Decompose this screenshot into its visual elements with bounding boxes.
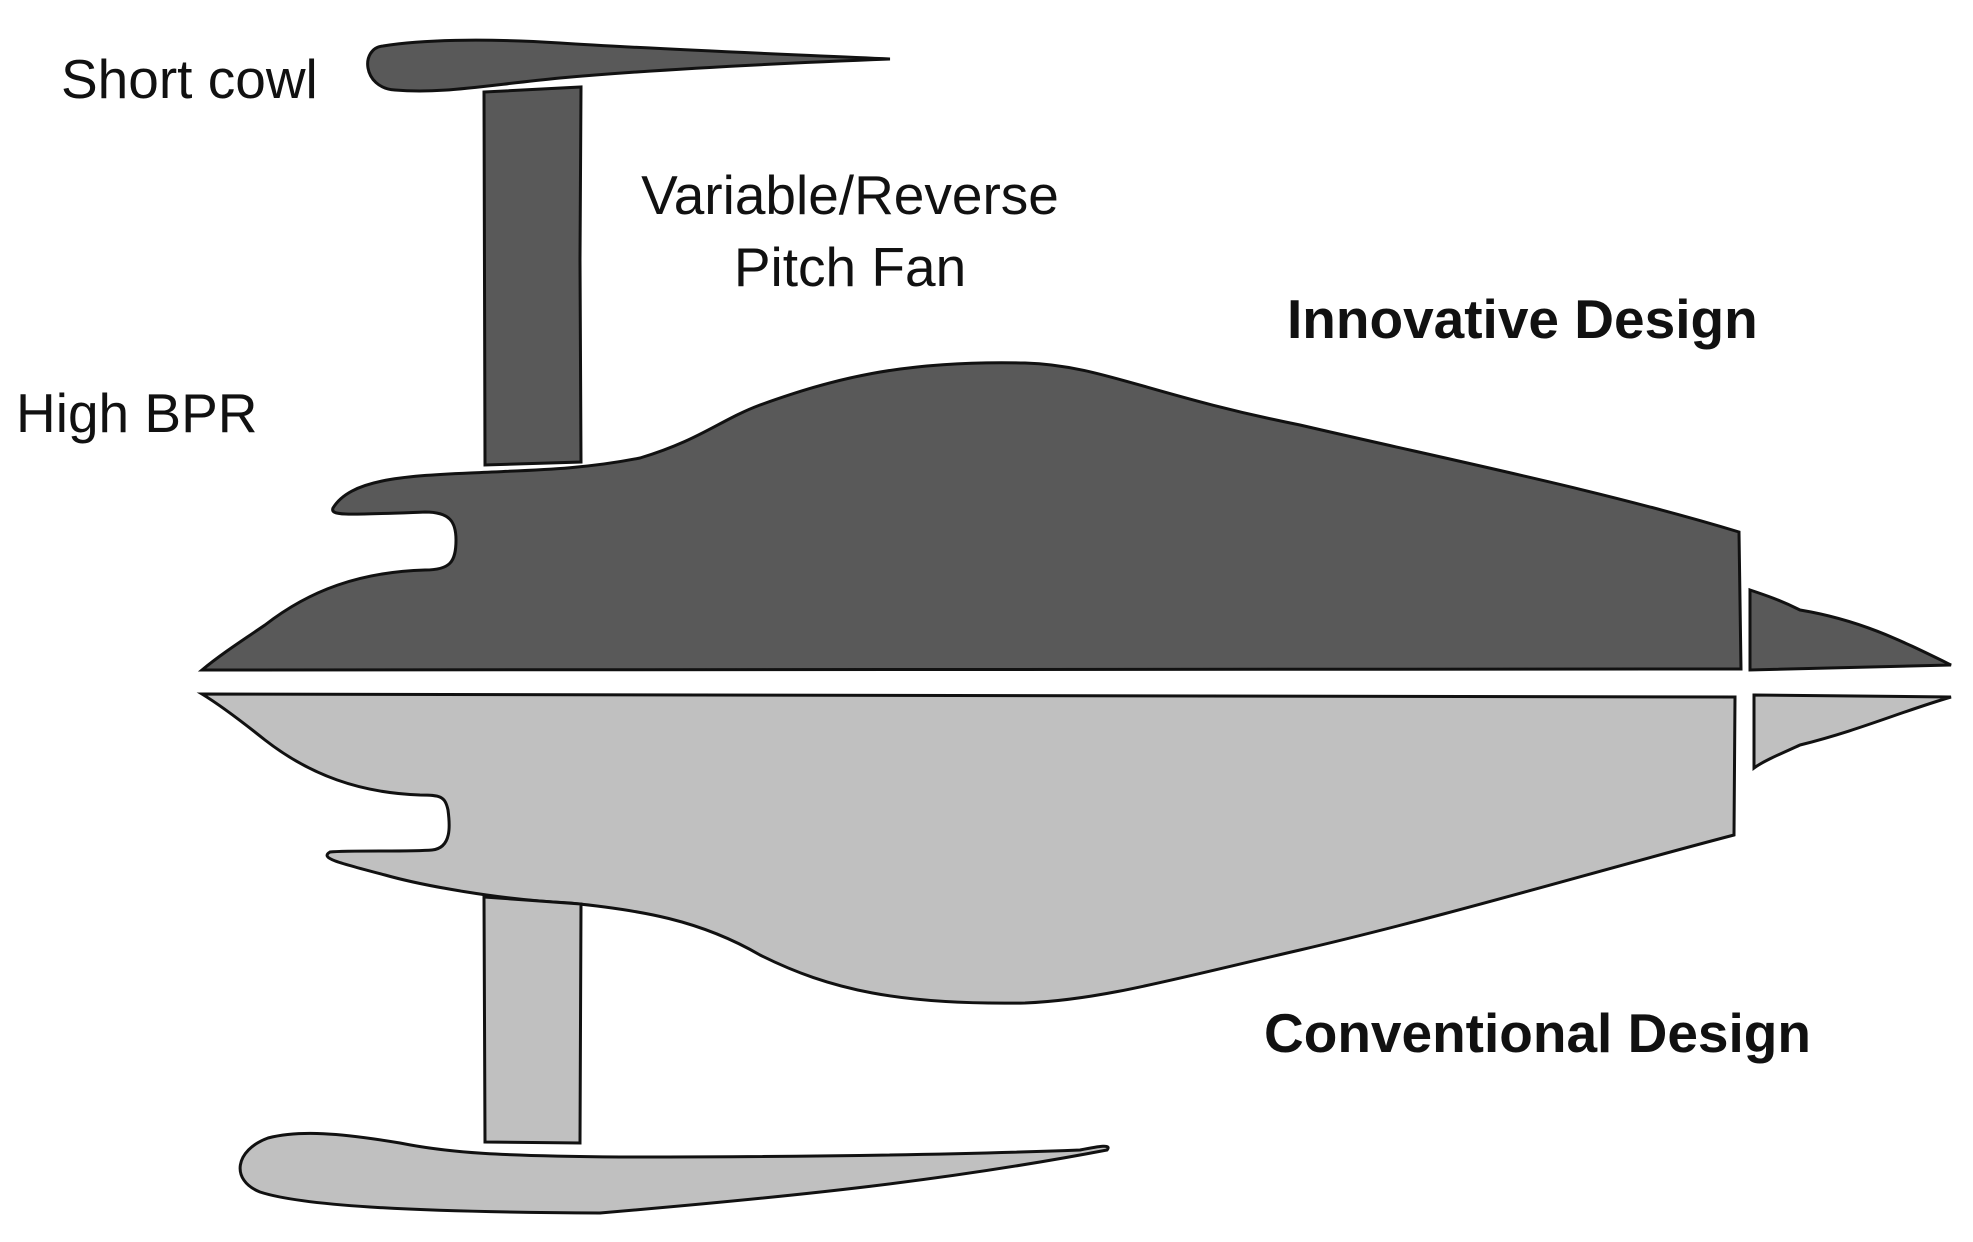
conventional-design-engine: [196, 692, 1952, 1215]
innovative-fan-blade: [482, 85, 583, 467]
conventional-fan-blade: [482, 895, 583, 1145]
label-short-cowl: Short cowl: [61, 48, 318, 110]
label-variable-reverse-pitch-fan: Variable/Reverse Pitch Fan: [622, 168, 1078, 295]
label-high-bpr: High BPR: [16, 382, 258, 444]
label-innovative-design: Innovative Design: [1287, 288, 1758, 350]
conventional-core-body: [196, 692, 1737, 1005]
conventional-exhaust-plug: [1752, 693, 1952, 771]
conventional-long-cowl: [238, 1131, 1110, 1215]
innovative-short-cowl: [366, 38, 891, 93]
innovative-design-engine: [197, 38, 1952, 672]
label-variable-pitch-line2: Pitch Fan: [733, 236, 967, 298]
label-conventional-design: Conventional Design: [1264, 1002, 1811, 1064]
innovative-exhaust-plug: [1748, 587, 1952, 672]
innovative-core-body: [197, 361, 1743, 672]
label-variable-pitch-line1: Variable/Reverse: [641, 164, 1059, 226]
